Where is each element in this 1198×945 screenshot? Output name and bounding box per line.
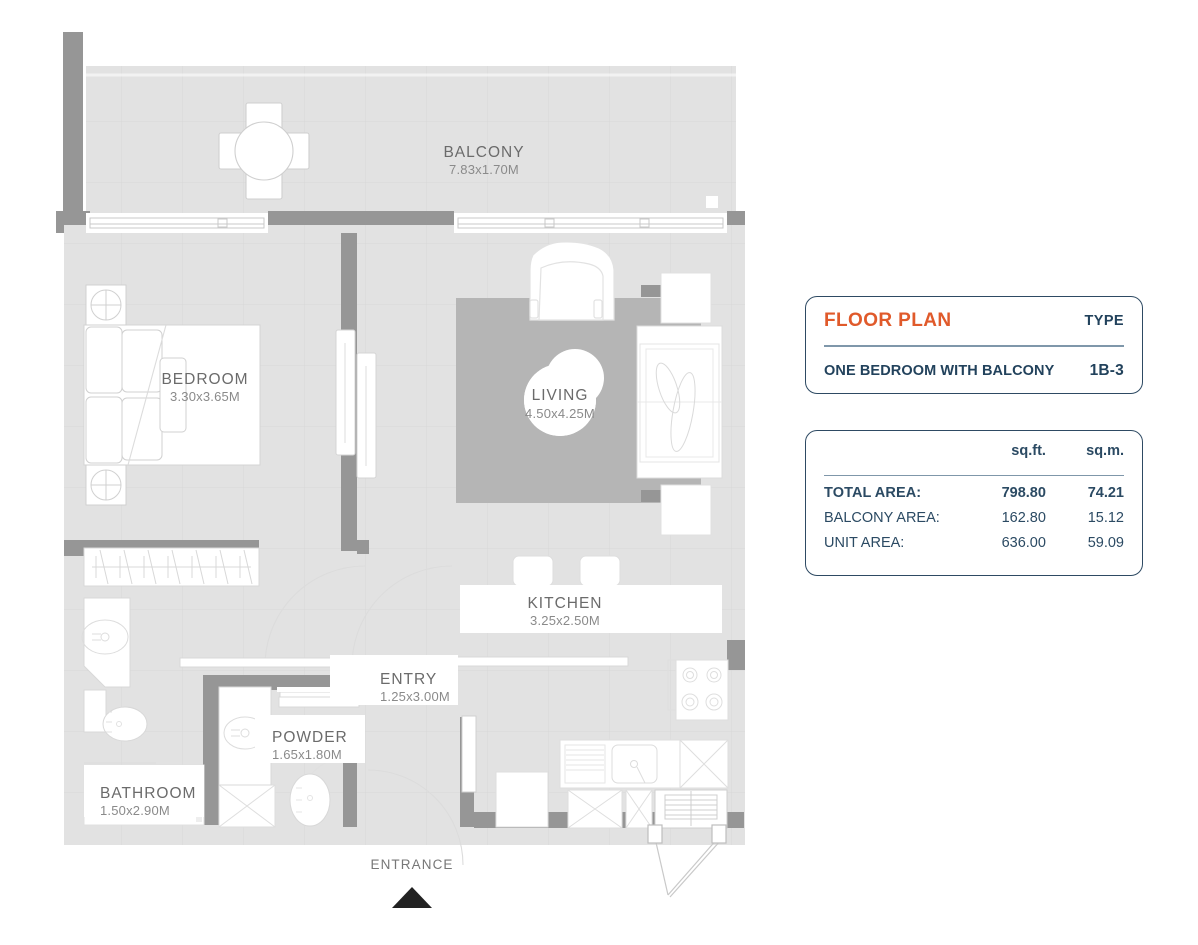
kitchen-label-plate [460, 585, 722, 633]
bathroom-name: BATHROOM [100, 785, 196, 802]
unit-type-code: 1B-3 [1089, 361, 1124, 379]
room-label-balcony: BALCONY 7.83x1.70M [443, 144, 524, 177]
room-label-living: LIVING 4.50x4.25M [525, 387, 595, 421]
floor-plan-drawing: BALCONY 7.83x1.70M BEDROOM 3.30x3.65M LI… [56, 32, 745, 908]
type-column-header: TYPE [1084, 313, 1124, 329]
bathroom-dims: 1.50x2.90M [100, 803, 170, 818]
room-label-entry: ENTRY 1.25x3.00M [380, 671, 450, 704]
room-label-powder: POWDER 1.65x1.80M [272, 729, 348, 762]
unit-area-sqm: 59.09 [1087, 534, 1124, 551]
bedroom-dims: 3.30x3.65M [170, 389, 240, 404]
area-table: sq.ft. sq.m. TOTAL AREA: 798.80 74.21 BA… [824, 431, 1124, 555]
total-area-sqft: 798.80 [1001, 484, 1046, 501]
entrance-marker: ENTRANCE [370, 857, 453, 908]
living-name: LIVING [532, 387, 589, 404]
unit-name: ONE BEDROOM WITH BALCONY [824, 362, 1055, 379]
table-row: UNIT AREA: 636.00 59.09 [824, 530, 1124, 555]
area-table-body: TOTAL AREA: 798.80 74.21 BALCONY AREA: 1… [824, 471, 1124, 555]
room-label-plates [84, 364, 596, 817]
entry-name: ENTRY [380, 671, 437, 688]
area-table-header-row: sq.ft. sq.m. [824, 431, 1124, 471]
balcony-name: BALCONY [443, 144, 524, 161]
bedroom-name: BEDROOM [161, 371, 248, 388]
area-col-sqft: sq.ft. [1011, 443, 1046, 459]
floor-plan-panel-body: ONE BEDROOM WITH BALCONY 1B-3 [824, 347, 1124, 395]
floor-plan-info-panel: FLOOR PLAN TYPE ONE BEDROOM WITH BALCONY… [805, 296, 1143, 394]
table-row: TOTAL AREA: 798.80 74.21 [824, 480, 1124, 505]
balcony-area-label: BALCONY AREA: [824, 509, 940, 526]
balcony-dining-set [218, 102, 310, 200]
unit-area-sqft: 636.00 [1001, 534, 1046, 551]
area-table-rule-row [824, 471, 1124, 480]
entrance-label: ENTRANCE [370, 857, 453, 872]
living-furniture [524, 241, 723, 536]
room-label-bedroom: BEDROOM 3.30x3.65M [161, 371, 248, 404]
balcony-area [86, 66, 736, 216]
kitchen-name: KITCHEN [527, 595, 602, 612]
powder-fixtures [218, 686, 331, 827]
area-summary-panel: sq.ft. sq.m. TOTAL AREA: 798.80 74.21 BA… [805, 430, 1143, 576]
bedroom-furniture [83, 284, 377, 587]
main-entrance-door [647, 824, 727, 898]
area-table-head: sq.ft. sq.m. [824, 431, 1124, 471]
room-label-bathroom: BATHROOM 1.50x2.90M [100, 785, 196, 818]
kitchen-dims: 3.25x2.50M [530, 613, 600, 628]
total-area-label: TOTAL AREA: [824, 484, 922, 501]
area-table-rule [824, 474, 1124, 477]
balcony-dims: 7.83x1.70M [449, 162, 519, 177]
entry-dims: 1.25x3.00M [380, 689, 450, 704]
living-dims: 4.50x4.25M [525, 406, 595, 421]
table-row: BALCONY AREA: 162.80 15.12 [824, 505, 1124, 530]
floor-plan-svg: BALCONY 7.83x1.70M BEDROOM 3.30x3.65M LI… [56, 32, 745, 908]
balcony-glazing [86, 213, 727, 233]
area-table-rule-cell [824, 471, 1124, 480]
balcony-area-sqft: 162.80 [1001, 509, 1046, 526]
powder-dims: 1.65x1.80M [272, 747, 342, 762]
kitchen-fixtures [460, 555, 729, 829]
entrance-arrow-icon [392, 887, 432, 908]
area-col-sqm: sq.m. [1086, 443, 1124, 459]
balcony-area-sqm: 15.12 [1087, 509, 1124, 526]
powder-name: POWDER [272, 729, 348, 746]
door-swings [264, 565, 464, 866]
unit-area-label: UNIT AREA: [824, 534, 905, 551]
room-label-kitchen: KITCHEN 3.25x2.50M [527, 595, 602, 628]
area-col-blank [824, 431, 966, 471]
floor-plan-panel-header: FLOOR PLAN TYPE [824, 297, 1124, 345]
total-area-sqm: 74.21 [1087, 484, 1124, 501]
floor-plan-title: FLOOR PLAN [824, 310, 952, 331]
floor-plan-panel-divider [824, 345, 1124, 347]
balcony-drain-icon [706, 196, 718, 208]
